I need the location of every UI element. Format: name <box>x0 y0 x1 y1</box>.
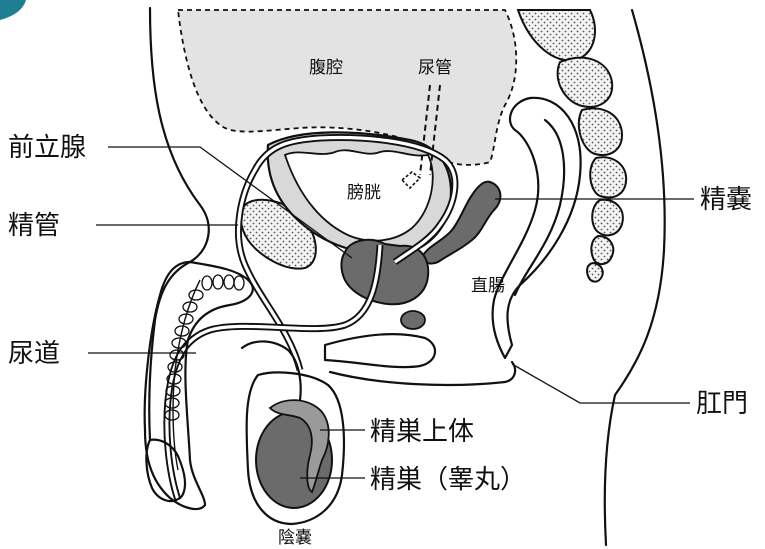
label-chokuchou: 直腸 <box>471 276 505 296</box>
label-nyoudou: 尿道 <box>8 339 60 369</box>
corner-badge-icon <box>0 0 26 20</box>
label-innou: 陰嚢 <box>278 528 312 548</box>
label-koumon: 肛門 <box>696 389 748 419</box>
label-nyoukan: 尿管 <box>418 58 452 78</box>
bulbourethral-gland <box>401 311 425 329</box>
body-back-outline <box>605 10 665 545</box>
pelvic-floor <box>325 334 435 367</box>
label-zenritsusen: 前立腺 <box>8 133 86 163</box>
label-seisou-joutai: 精巣上体 <box>370 417 474 447</box>
label-seikan: 精管 <box>8 211 60 241</box>
corpus-ribs <box>165 275 244 420</box>
label-boukou: 膀胱 <box>347 183 381 203</box>
label-fukukou: 腹腔 <box>309 58 343 78</box>
label-seisou: 精巣（睾丸） <box>370 465 526 495</box>
rectum-inner <box>515 120 564 295</box>
rectum <box>493 98 581 358</box>
label-seinou: 精嚢 <box>700 185 752 215</box>
spine <box>518 10 626 282</box>
